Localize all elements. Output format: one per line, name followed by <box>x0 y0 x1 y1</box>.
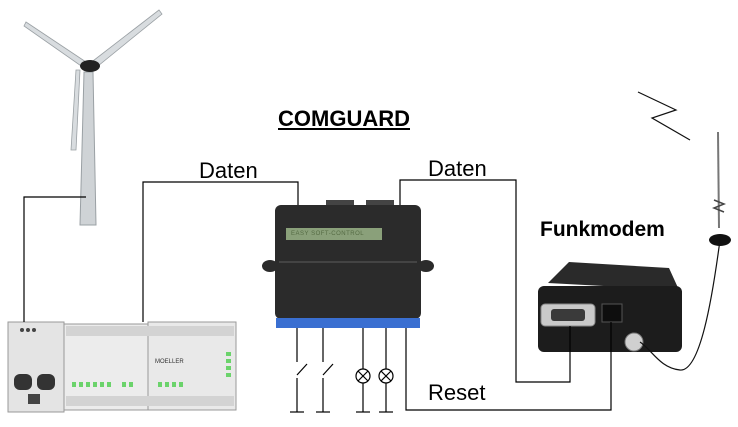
turbine-tower <box>79 71 97 226</box>
plc-left-small-port <box>28 394 40 404</box>
comguard-terminal-strip <box>276 318 420 328</box>
label-reset: Reset <box>428 380 486 405</box>
switch-2-contact <box>322 363 334 376</box>
turbine-blade-3 <box>70 69 81 151</box>
modem-antenna-socket <box>624 332 644 352</box>
modem-rj-port <box>601 303 623 323</box>
plc-controller <box>7 321 237 413</box>
line-turbine-plc <box>23 196 86 322</box>
wind-turbine <box>23 9 163 226</box>
line-daten-comguard-modem <box>399 179 571 383</box>
radio-signal-icon <box>637 91 691 141</box>
plc-brand-print: MOELLER <box>155 359 184 365</box>
antenna <box>637 91 731 371</box>
turbine-blade-2 <box>23 21 87 69</box>
switch-1-contact <box>296 363 308 376</box>
turbine-nacelle <box>80 60 100 72</box>
antenna-rod <box>717 131 720 229</box>
label-daten-plc: Daten <box>199 158 258 183</box>
plc-right-module <box>147 321 237 411</box>
comguard-unit <box>262 200 434 328</box>
plc-leds <box>72 352 231 387</box>
antenna-cable <box>639 239 721 371</box>
plc-left-port-2 <box>37 374 55 390</box>
comguard-label-panel <box>286 228 382 240</box>
antenna-coil <box>711 199 727 213</box>
comguard-mount-right <box>418 260 434 272</box>
connection-lines <box>23 179 612 413</box>
comguard-connector-2 <box>366 200 394 208</box>
radio-modem <box>538 262 682 352</box>
modem-serial-pins <box>551 309 585 321</box>
plc-left-port-1 <box>14 374 32 390</box>
line-daten-plc-comguard <box>142 181 299 322</box>
plc-main-module <box>63 323 149 411</box>
label-funkmodem: Funkmodem <box>540 218 665 241</box>
modem-top <box>548 262 679 290</box>
comguard-mount-left <box>262 260 278 272</box>
diagram-title: COMGUARD <box>278 106 410 131</box>
comguard-connector-1 <box>326 200 354 208</box>
lamp-1-icon <box>355 368 371 384</box>
comguard-panel-print: EASY SOFT-CONTROL <box>291 231 365 237</box>
plc-terminal-strip-top <box>66 326 234 336</box>
label-daten-modem: Daten <box>428 156 487 181</box>
plc-dots <box>20 328 36 332</box>
turbine-blade-1 <box>88 9 163 71</box>
lamp-2-icon <box>378 368 394 384</box>
plc-terminal-strip-bottom <box>66 396 234 406</box>
line-reset <box>405 322 612 411</box>
